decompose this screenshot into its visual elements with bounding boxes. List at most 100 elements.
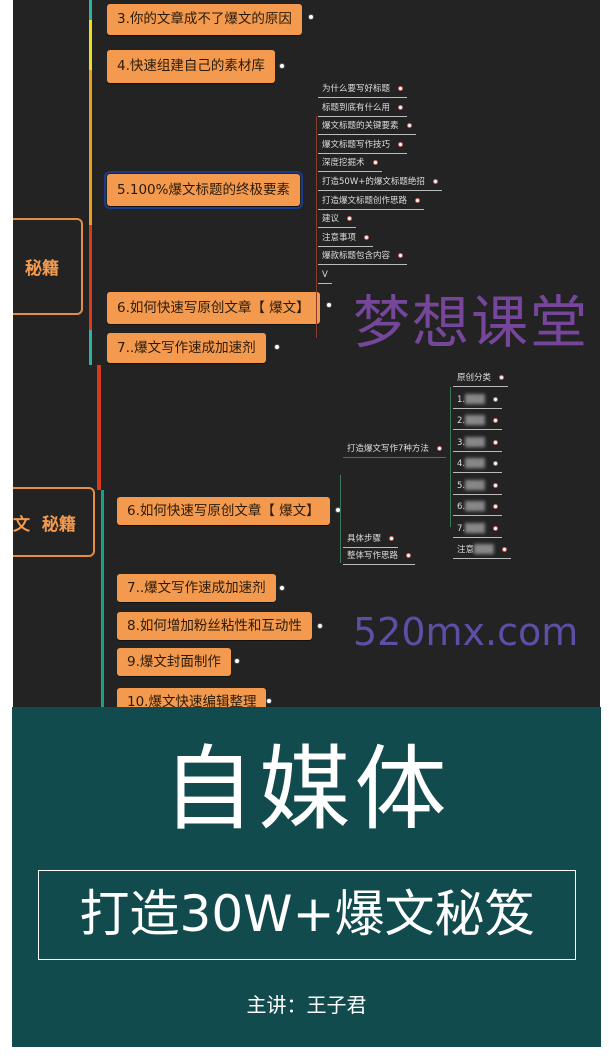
subtopic[interactable]: 建议 xyxy=(318,212,357,229)
collapse-icon[interactable] xyxy=(308,14,314,20)
blurred-text: ███ xyxy=(465,416,485,426)
b-node-9[interactable]: 9.爆文封面制作 xyxy=(117,648,231,676)
blurred-text: ███ xyxy=(474,545,494,555)
collapse-icon[interactable] xyxy=(406,553,412,558)
collapse-icon[interactable] xyxy=(492,439,498,445)
method-item-label: 3. xyxy=(457,437,466,448)
collapse-icon[interactable] xyxy=(398,104,404,110)
method-item[interactable]: 注意███ xyxy=(453,543,511,559)
method-item[interactable]: 1.███ xyxy=(453,393,502,409)
subtopic-label: 为什么要写好标题 xyxy=(322,84,391,94)
collapse-icon[interactable] xyxy=(492,525,498,531)
b-node-7[interactable]: 7..爆文写作速成加速剂 xyxy=(117,574,276,602)
method-item-label: 2. xyxy=(457,416,466,426)
b-node-6[interactable]: 6.如何快速写原创文章【 爆文】 xyxy=(117,497,330,525)
root-label: 秘籍 xyxy=(25,259,59,279)
method-item[interactable]: 5.███ xyxy=(453,479,502,495)
collapse-icon[interactable] xyxy=(234,658,240,664)
node-3[interactable]: 3.你的文章成不了爆文的原因 xyxy=(107,4,302,35)
subtopic[interactable]: V xyxy=(318,268,332,284)
node-6[interactable]: 6.如何快速写原创文章【 爆文】 xyxy=(107,292,320,324)
root-node-top[interactable]: 秘籍 xyxy=(13,218,83,315)
method-item[interactable]: 6.███ xyxy=(453,500,502,516)
subtopic[interactable]: 注意事项 xyxy=(318,231,374,247)
subtopic-label: 打造爆文标题创作思路 xyxy=(322,195,408,206)
collapse-icon[interactable] xyxy=(415,197,421,203)
subtopic-label: 打造50W+的爆文标题绝招 xyxy=(322,177,425,187)
title-banner: 自媒体 打造30W+爆文秘笈 主讲：王子君 xyxy=(12,707,601,1047)
method-item[interactable]: 3.███ xyxy=(453,436,502,452)
method-node[interactable]: 打造爆文写作7种方法 xyxy=(343,442,446,458)
collapse-icon[interactable] xyxy=(317,623,323,629)
root-node-bottom[interactable]: 文 秘籍 xyxy=(13,487,95,557)
collapse-icon[interactable] xyxy=(492,418,498,423)
banner-subtitle: 打造30W+爆文秘笈 xyxy=(38,870,576,960)
subtopic-label: 爆文标题的关键要素 xyxy=(322,121,399,132)
collapse-icon[interactable] xyxy=(266,698,272,704)
method-item-label: 原创分类 xyxy=(457,373,492,383)
mindmap-canvas[interactable]: 秘籍 3.你的文章成不了爆文的原因 4.快速组建自己的素材库 5.100%爆文标… xyxy=(13,0,600,708)
ideas-label: 整体写作思路 xyxy=(347,551,399,561)
collapse-icon[interactable] xyxy=(492,482,498,488)
collapse-icon[interactable] xyxy=(372,160,378,166)
collapse-icon[interactable] xyxy=(274,344,280,350)
collapse-icon[interactable] xyxy=(279,63,285,69)
subtopic[interactable]: 爆文标题的关键要素 xyxy=(318,119,416,136)
collapse-icon[interactable] xyxy=(406,123,412,129)
subtopic[interactable]: 深度挖掘术 xyxy=(318,156,382,173)
method-item-label: 注意 xyxy=(457,545,475,555)
collapse-icon[interactable] xyxy=(279,585,285,591)
subtopic-label: 爆款标题包含内容 xyxy=(322,251,391,262)
method-item-label: 1. xyxy=(457,394,466,405)
ideas-node[interactable]: 整体写作思路 xyxy=(343,549,416,565)
collapse-icon[interactable] xyxy=(364,234,370,240)
collapse-icon[interactable] xyxy=(389,536,395,541)
b-node-8[interactable]: 8.如何增加粉丝粘性和互动性 xyxy=(117,612,312,640)
blurred-text: ███ xyxy=(465,523,485,534)
method-item[interactable]: 2.███ xyxy=(453,414,502,430)
collapse-icon[interactable] xyxy=(492,396,498,402)
node-7[interactable]: 7..爆文写作速成加速剂 xyxy=(107,333,266,363)
presenter: 主讲：王子君 xyxy=(246,993,367,1017)
branch-line xyxy=(450,387,451,527)
method-item[interactable]: 4.███ xyxy=(453,457,502,473)
collapse-icon[interactable] xyxy=(501,547,507,552)
collapse-icon[interactable] xyxy=(398,253,404,259)
blurred-text: ███ xyxy=(465,502,485,512)
branch-line xyxy=(89,330,92,365)
b-node-10[interactable]: 10.爆文快速编辑整理 xyxy=(117,688,267,708)
subtopic[interactable]: 爆文标题写作技巧 xyxy=(318,138,408,154)
subtopic-label: 注意事项 xyxy=(322,232,357,243)
subtopic[interactable]: 标题到底有什么用 xyxy=(318,101,408,117)
node-5-selected[interactable]: 5.100%爆文标题的终极要素 xyxy=(104,171,303,209)
branch-line xyxy=(316,116,317,338)
method-item-label: 5. xyxy=(457,480,466,491)
subtopic[interactable]: 打造爆文标题创作思路 xyxy=(318,194,425,210)
collapse-icon[interactable] xyxy=(398,86,404,91)
method-item[interactable]: 7.███ xyxy=(453,522,502,538)
branch-line xyxy=(340,475,341,563)
blurred-text: ███ xyxy=(465,437,485,448)
collapse-icon[interactable] xyxy=(499,375,505,380)
branch-line xyxy=(89,20,92,70)
watermark-title: 梦想课堂 xyxy=(353,290,589,356)
branch-line xyxy=(89,225,92,330)
method-label: 打造爆文写作7种方法 xyxy=(347,444,429,454)
method-item[interactable]: 原创分类 xyxy=(453,371,509,387)
collapse-icon[interactable] xyxy=(492,504,498,509)
subtopic-label: 深度挖掘术 xyxy=(322,158,365,169)
collapse-icon[interactable] xyxy=(326,302,332,308)
subtopic[interactable]: 爆款标题包含内容 xyxy=(318,249,408,266)
steps-node[interactable]: 具体步骤 xyxy=(343,532,399,548)
collapse-icon[interactable] xyxy=(436,446,442,451)
collapse-icon[interactable] xyxy=(492,461,498,466)
subtopic[interactable]: 为什么要写好标题 xyxy=(318,82,408,98)
node-4[interactable]: 4.快速组建自己的素材库 xyxy=(107,50,275,83)
subtopic[interactable]: 打造50W+的爆文标题绝招 xyxy=(318,175,442,191)
collapse-icon[interactable] xyxy=(432,179,438,184)
collapse-icon[interactable] xyxy=(347,216,353,222)
blurred-text: ███ xyxy=(465,394,485,405)
collapse-icon[interactable] xyxy=(398,141,404,147)
branch-line xyxy=(101,490,104,708)
subtopic-label: V xyxy=(322,270,328,280)
